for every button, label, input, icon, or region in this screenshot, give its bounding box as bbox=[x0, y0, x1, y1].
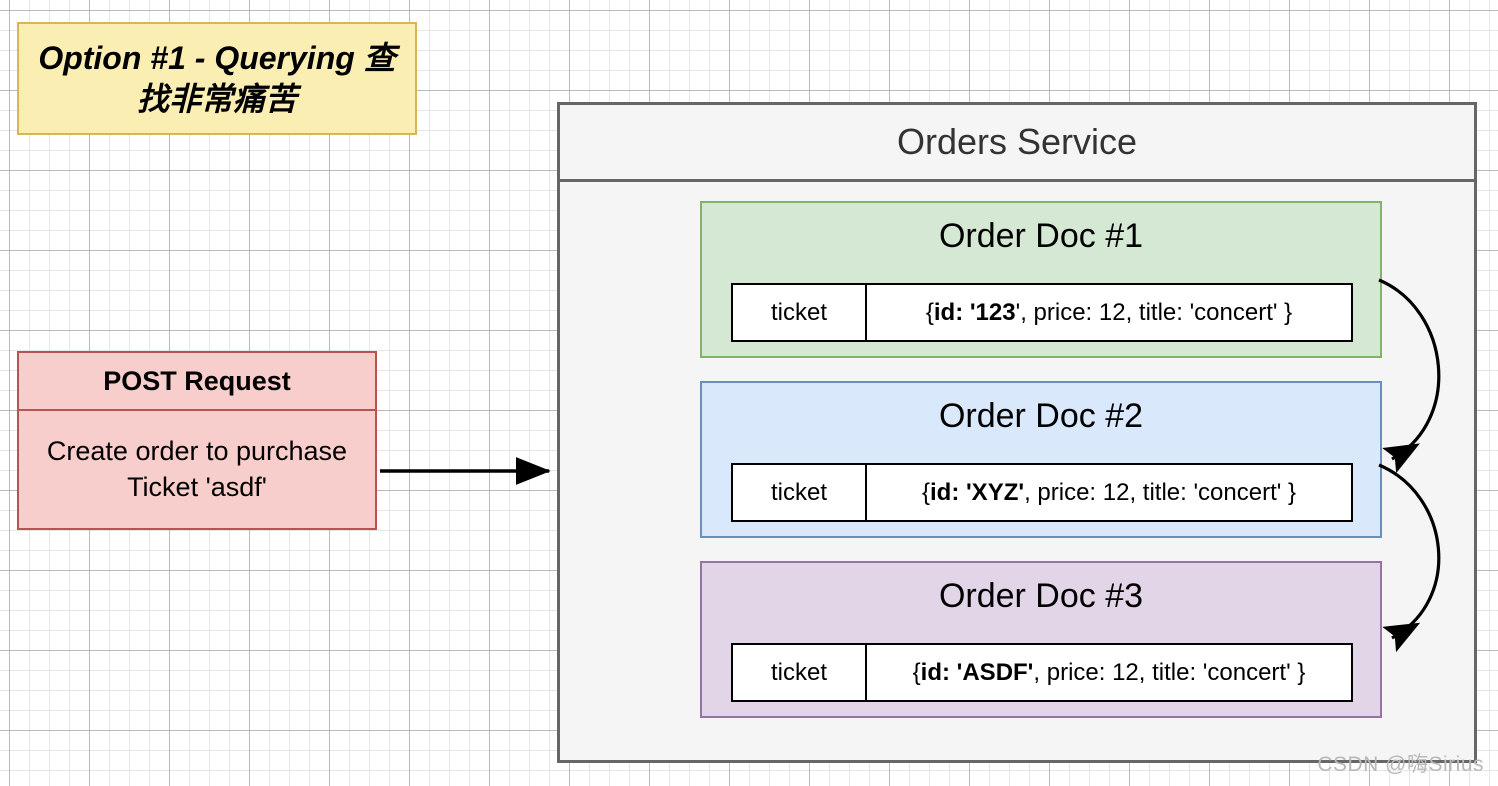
order-doc-field-value-1: { id: '123', price: 12, title: 'concert'… bbox=[867, 285, 1351, 340]
order-doc-table-3: ticket { id: 'ASDF', price: 12, title: '… bbox=[731, 643, 1353, 702]
order-doc-field-key-1: ticket bbox=[733, 285, 867, 340]
value-bold-3: id: 'ASDF' bbox=[920, 658, 1034, 686]
orders-service-body: Order Doc #1 ticket { id: '123', price: … bbox=[560, 182, 1474, 760]
option-title-text: Option #1 - Querying 查找非常痛苦 bbox=[38, 39, 396, 117]
order-doc-title-2: Order Doc #2 bbox=[938, 397, 1144, 435]
order-doc-title-3: Order Doc #3 bbox=[938, 577, 1144, 615]
order-doc-field-value-3: { id: 'ASDF', price: 12, title: 'concert… bbox=[867, 645, 1351, 700]
option-title-callout: Option #1 - Querying 查找非常痛苦 bbox=[17, 22, 417, 135]
order-doc-card-1: Order Doc #1 ticket { id: '123', price: … bbox=[700, 201, 1382, 358]
value-suffix-1: ', price: 12, title: 'concert' } bbox=[1015, 298, 1293, 326]
post-request-header: POST Request bbox=[19, 353, 375, 411]
value-suffix-3: , price: 12, title: 'concert' } bbox=[1033, 658, 1306, 686]
post-request-node: POST Request Create order to purchase Ti… bbox=[17, 351, 377, 530]
order-doc-field-key-3: ticket bbox=[733, 645, 867, 700]
orders-service-title: Orders Service bbox=[560, 105, 1474, 182]
orders-service-container: Orders Service Order Doc #1 ticket { id:… bbox=[557, 102, 1477, 763]
value-bold-2: id: 'XYZ' bbox=[929, 478, 1025, 506]
order-doc-table-1: ticket { id: '123', price: 12, title: 'c… bbox=[731, 283, 1353, 342]
watermark-text: CSDN @嗨Sirius bbox=[1317, 753, 1484, 776]
value-suffix-2: , price: 12, title: 'concert' } bbox=[1024, 478, 1297, 506]
order-doc-field-value-2: { id: 'XYZ', price: 12, title: 'concert'… bbox=[867, 465, 1351, 520]
order-doc-field-key-2: ticket bbox=[733, 465, 867, 520]
order-doc-card-2: Order Doc #2 ticket { id: 'XYZ', price: … bbox=[700, 381, 1382, 538]
order-doc-table-2: ticket { id: 'XYZ', price: 12, title: 'c… bbox=[731, 463, 1353, 522]
order-doc-card-3: Order Doc #3 ticket { id: 'ASDF', price:… bbox=[700, 561, 1382, 718]
value-prefix-3: { bbox=[912, 658, 921, 686]
order-doc-title-1: Order Doc #1 bbox=[938, 217, 1144, 255]
value-prefix-2: { bbox=[921, 478, 930, 506]
post-request-body: Create order to purchase Ticket 'asdf' bbox=[46, 436, 348, 502]
value-bold-1: id: '123 bbox=[933, 298, 1016, 326]
value-prefix-1: { bbox=[925, 298, 934, 326]
